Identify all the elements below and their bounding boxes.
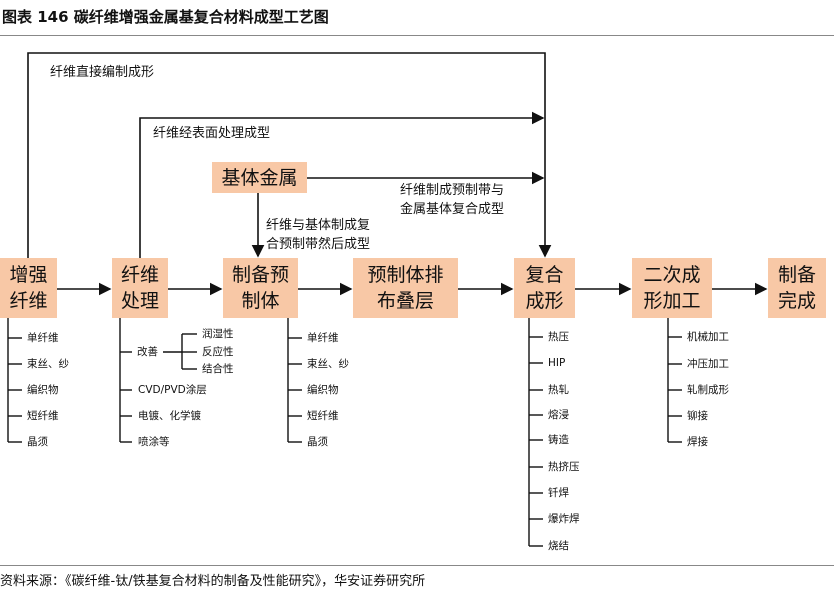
secondary-method-item: 机械加工: [687, 331, 729, 343]
fiber-form-item: 短纤维: [27, 410, 59, 422]
composite-method-item: 爆炸焊: [548, 513, 580, 525]
source-note: 资料来源：《碳纤维-钛/铁基复合材料的制备及性能研究》，华安证券研究所: [0, 574, 426, 589]
treatment-method-item: CVD/PVD涂层: [138, 384, 207, 396]
fiber-form-item: 单纤维: [27, 332, 59, 344]
treatment-method-item: 电镀、化学镀: [138, 410, 201, 422]
composite-method-item: 热挤压: [548, 461, 580, 473]
box-preform: 制备预 制体: [223, 258, 298, 318]
composite-method-item: 钎焊: [548, 487, 569, 499]
box-composite-forming: 复合 成形: [514, 258, 575, 318]
box-layup: 预制体排 布叠层: [353, 258, 458, 318]
composite-method-item: HIP: [548, 357, 566, 369]
label-direct-weaving: 纤维直接编制成形: [50, 65, 155, 80]
box-completed: 制备 完成: [768, 258, 826, 318]
label-surface-treatment: 纤维经表面处理成型: [153, 126, 271, 141]
improvement-property-item: 结合性: [202, 363, 234, 375]
box-secondary-processing: 二次成 形加工: [632, 258, 712, 318]
improvement-property-item: 反应性: [202, 346, 234, 358]
footer-divider: [0, 565, 834, 566]
secondary-method-item: 焊接: [687, 436, 708, 448]
label-matrix-preform: 纤维与基体制成复 合预制带然后成型: [266, 218, 371, 252]
composite-method-item: 铸造: [548, 434, 569, 446]
treatment-method-item: 喷涂等: [138, 436, 170, 448]
preform-form-item: 晶须: [307, 436, 328, 448]
box-reinforcing-fiber: 增强 纤维: [0, 258, 57, 318]
composite-method-item: 熔浸: [548, 409, 569, 421]
composite-method-item: 烧结: [548, 540, 569, 552]
figure-title: 图表 146 碳纤维增强金属基复合材料成型工艺图: [2, 8, 329, 26]
composite-method-item: 热压: [548, 331, 569, 343]
box-fiber-treatment: 纤维 处理: [112, 258, 168, 318]
label-prepreg-tape: 纤维制成预制带与 金属基体复合成型: [400, 183, 505, 217]
title-divider: [0, 35, 834, 36]
preform-form-item: 束丝、纱: [307, 358, 349, 370]
fiber-form-item: 晶须: [27, 436, 48, 448]
secondary-method-item: 冲压加工: [687, 358, 729, 370]
box-matrix-metal: 基体金属: [212, 162, 307, 193]
preform-form-item: 编织物: [307, 384, 339, 396]
preform-form-item: 短纤维: [307, 410, 339, 422]
preform-form-item: 单纤维: [307, 332, 339, 344]
treatment-improve: 改善: [137, 346, 158, 358]
fiber-form-item: 束丝、纱: [27, 358, 69, 370]
fiber-form-item: 编织物: [27, 384, 59, 396]
improvement-property-item: 润湿性: [202, 328, 234, 340]
secondary-method-item: 铆接: [687, 410, 708, 422]
secondary-method-item: 轧制成形: [687, 384, 729, 396]
composite-method-item: 热轧: [548, 384, 569, 396]
